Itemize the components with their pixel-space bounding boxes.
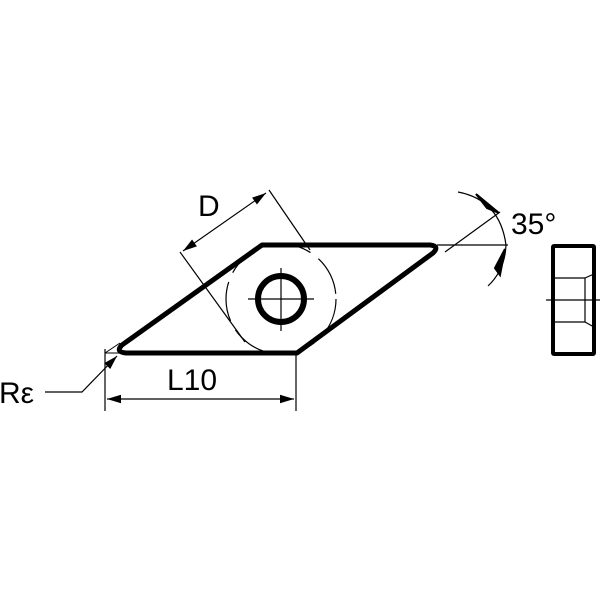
radius-label: Rε (0, 377, 34, 410)
inscribed-circle (225, 243, 337, 355)
side-view (546, 244, 600, 356)
corner-tangent-line-2 (104, 342, 121, 354)
d-dimension-line (182, 192, 267, 252)
angle-label: 35° (511, 208, 556, 241)
l10-label: L10 (167, 364, 217, 397)
angle-arrow-top (475, 193, 500, 214)
d-extension-2 (179, 251, 246, 343)
angle-arrow-bottom (493, 248, 506, 278)
d-label: D (198, 190, 220, 223)
angle-incline-line (444, 211, 501, 253)
angle-arc (457, 191, 507, 287)
radius-leader (45, 355, 118, 393)
d-extension-1 (268, 189, 311, 251)
insert-outline (116, 242, 439, 356)
